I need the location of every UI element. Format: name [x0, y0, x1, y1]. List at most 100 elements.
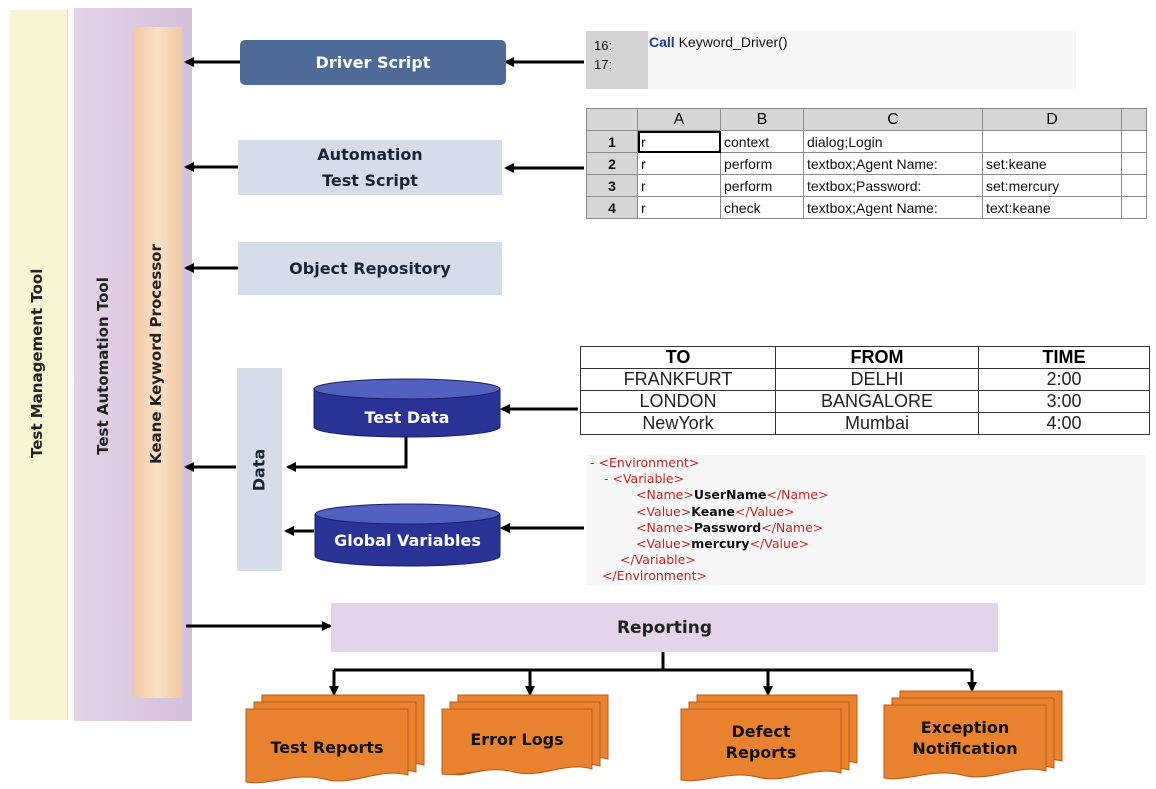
sheet-cell[interactable]: perform [720, 174, 804, 197]
keyword-processor-bar [133, 27, 182, 698]
sheet-cell[interactable]: context [720, 130, 804, 153]
driver-script-box: Driver Script [240, 40, 506, 85]
sheet-cell[interactable]: textbox;Agent Name: [803, 152, 983, 175]
object-repository-label: Object Repository [289, 258, 451, 278]
sheet-cell[interactable]: r [637, 196, 721, 219]
xml-line: - <Variable> [604, 471, 684, 487]
database-icon [314, 503, 501, 567]
route-cell: FRANKFURT [580, 368, 776, 391]
sheet-cell[interactable] [1121, 174, 1147, 197]
xml-tag: <Name> [636, 487, 694, 502]
test-reports-doc: Test Reports [244, 693, 426, 785]
database-icon [313, 378, 501, 438]
defect-reports-doc: Defect Reports [679, 693, 859, 783]
row-header: 3 [586, 174, 638, 197]
global-variables-cylinder: Global Variables [314, 503, 501, 567]
column-header: B [720, 108, 804, 131]
driver-script-label: Driver Script [315, 52, 431, 72]
automation-test-script-label: Automation Test Script [317, 144, 423, 190]
xml-value: UserName [693, 487, 767, 502]
test-reports-label: Test Reports [270, 738, 384, 757]
sheet-cell[interactable] [1121, 196, 1147, 219]
xml-tag: <Name> [636, 520, 694, 535]
reporting-box: Reporting [331, 603, 998, 652]
code-keyword: Call [649, 34, 675, 50]
sheet-row: 2 r perform textbox;Agent Name: set:kean… [586, 152, 1147, 175]
xml-line: <Value>mercury</Value> [636, 536, 809, 552]
test-data-label: Test Data [364, 408, 450, 427]
xml-line: </Variable> [620, 552, 696, 568]
sheet-cell[interactable]: textbox;Agent Name: [803, 196, 983, 219]
route-row: LONDON BANGALORE 3:00 [580, 390, 1150, 413]
xml-tag: </Name> [761, 520, 824, 535]
route-row: NewYork Mumbai 4:00 [580, 412, 1150, 435]
test-data-cylinder: Test Data [313, 378, 501, 438]
sheet-row: 1 r context dialog;Login [586, 130, 1147, 153]
code-call: Keyword_Driver() [674, 34, 788, 50]
arrow-testdata-to-data [286, 436, 408, 472]
exception-notification-doc: Exception Notification [882, 689, 1064, 781]
xml-tag: </Value> [735, 504, 795, 519]
xml-tag: <Value> [636, 504, 692, 519]
sheet-cell[interactable]: r [637, 130, 721, 153]
xml-line: <Name>Password</Name> [636, 520, 823, 536]
xml-tag: </Variable> [620, 552, 696, 567]
xml-value: Password [693, 520, 762, 535]
route-cell: Mumbai [775, 412, 979, 435]
xml-value: mercury [691, 536, 750, 551]
error-logs-label: Error Logs [470, 730, 564, 749]
document-stack-icon [245, 694, 425, 784]
document-stack-icon [441, 694, 609, 776]
xml-tag: <Variable> [612, 471, 685, 486]
column-header-blank [1121, 108, 1147, 131]
sheet-cell[interactable]: set:mercury [982, 174, 1122, 197]
line-number: 16: [594, 38, 613, 53]
xml-tag: </Name> [766, 487, 829, 502]
xml-tag: <Environment> [598, 455, 700, 470]
sheet-cell[interactable]: set:keane [982, 152, 1122, 175]
sheet-cell[interactable] [1121, 130, 1147, 153]
route-header: FROM [775, 346, 979, 369]
xml-line: <Name>UserName</Name> [636, 487, 829, 503]
route-header: TIME [978, 346, 1150, 369]
sheet-cell[interactable]: r [637, 174, 721, 197]
route-cell: 4:00 [978, 412, 1150, 435]
document-stack-icon [680, 694, 858, 782]
error-logs-doc: Error Logs [440, 693, 610, 777]
sheet-cell[interactable]: dialog;Login [803, 130, 983, 153]
route-cell: 3:00 [978, 390, 1150, 413]
row-header: 4 [586, 196, 638, 219]
sheet-cell[interactable]: perform [720, 152, 804, 175]
xml-tag: <Value> [636, 536, 692, 551]
defect-reports-label: Defect Reports [725, 722, 797, 762]
line-number: 17: [594, 57, 613, 72]
xml-config-panel: - <Environment> - <Variable> <Name>UserN… [586, 455, 1146, 585]
sheet-row: 4 r check textbox;Agent Name: text:keane [586, 196, 1147, 219]
code-line: Call Keyword_Driver() [649, 34, 788, 50]
route-cell: BANGALORE [775, 390, 979, 413]
sheet-cell[interactable]: textbox;Password: [803, 174, 983, 197]
test-management-tool-bar [10, 10, 68, 720]
collapse-toggle-icon[interactable]: - [590, 455, 595, 470]
route-header: TO [580, 346, 776, 369]
reporting-label: Reporting [616, 617, 713, 638]
sheet-cell[interactable]: text:keane [982, 196, 1122, 219]
data-label: Data [249, 448, 269, 491]
route-cell: LONDON [580, 390, 776, 413]
document-stack-icon [883, 690, 1063, 780]
column-header: A [637, 108, 721, 131]
sheet-cell[interactable]: check [720, 196, 804, 219]
automation-test-script-box: Automation Test Script [238, 140, 502, 195]
xml-tag: </Environment> [602, 568, 707, 583]
row-header: 2 [586, 152, 638, 175]
xml-tag: </Value> [749, 536, 810, 551]
route-table: TO FROM TIME FRANKFURT DELHI 2:00 LONDON… [580, 346, 1150, 435]
sheet-cell[interactable] [1121, 152, 1147, 175]
collapse-toggle-icon[interactable]: - [604, 471, 609, 486]
sheet-cell[interactable] [982, 130, 1122, 153]
corner-cell [586, 108, 638, 131]
column-header: C [803, 108, 983, 131]
sheet-cell[interactable]: r [637, 152, 721, 175]
object-repository-box: Object Repository [238, 242, 502, 295]
